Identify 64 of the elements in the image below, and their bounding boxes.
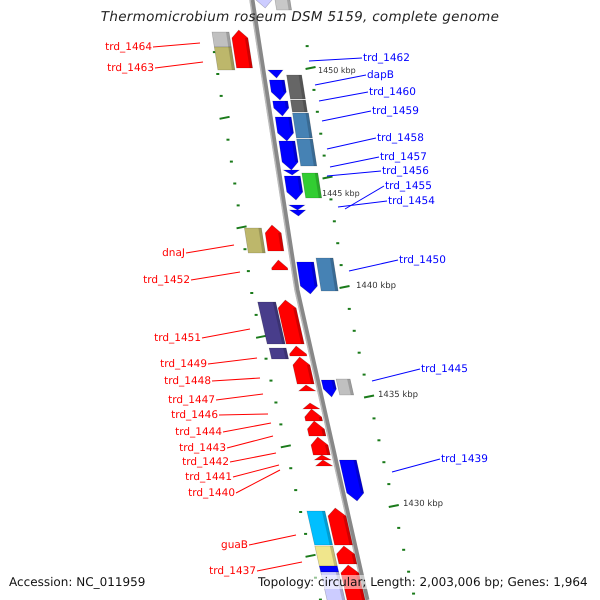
leader-line <box>222 422 272 432</box>
accession-text: Accession: NC_011959 <box>9 575 146 589</box>
leader-line <box>326 138 376 150</box>
gene-label: trd_1437 <box>209 565 256 577</box>
leader-line <box>392 458 440 472</box>
title: Thermomicrobium roseum DSM 5159, complete genome <box>100 9 500 25</box>
gene-label: trd_1456 <box>382 165 429 177</box>
gene-label: trd_1454 <box>388 195 435 207</box>
gene-label: trd_1450 <box>399 254 446 266</box>
gene-label: trd_1460 <box>369 86 416 98</box>
gene-label: trd_1459 <box>372 105 419 117</box>
leader-line <box>322 110 372 122</box>
gene-label: trd_1462 <box>363 52 410 64</box>
leader-line <box>308 58 362 62</box>
leader-line <box>186 244 234 254</box>
leader-line <box>372 368 420 382</box>
leader-line <box>330 156 380 168</box>
leader-line <box>236 470 280 494</box>
leader-line <box>338 200 388 208</box>
gene-label: guaB <box>221 539 248 551</box>
gene-label: trd_1449 <box>160 358 207 370</box>
gene-label: trd_1455 <box>385 180 432 192</box>
leader-line <box>344 186 384 210</box>
leader-line <box>212 378 260 382</box>
leader-line <box>256 562 302 572</box>
leader-line <box>314 74 366 86</box>
scale-label: 1435 kbp <box>378 390 418 400</box>
scale-label: 1440 kbp <box>356 281 396 291</box>
gene-label: trd_1440 <box>188 487 235 499</box>
leader-line <box>202 328 250 338</box>
gene-label: trd_1446 <box>171 409 218 421</box>
leader-line <box>190 272 240 280</box>
leader-line <box>232 464 280 478</box>
leader-line <box>216 394 264 400</box>
leader-line <box>348 260 398 272</box>
gene-label: trd_1452 <box>143 274 190 286</box>
gene-label: trd_1464 <box>105 41 152 53</box>
gene-label: trd_1444 <box>175 426 222 438</box>
gene-label: trd_1439 <box>441 453 488 465</box>
leader-line <box>318 92 368 102</box>
leader-line <box>326 170 382 176</box>
scale-label: 1445 kbp <box>322 189 360 198</box>
gene-label: trd_1458 <box>377 132 424 144</box>
gene-label: dnaJ <box>162 247 185 259</box>
gene-label: trd_1448 <box>164 375 211 387</box>
gene-label: trd_1451 <box>154 332 201 344</box>
gene-label: trd_1442 <box>182 456 229 468</box>
leader-line <box>152 42 200 48</box>
scale-label: 1450 kbp <box>318 66 356 75</box>
genome-summary-text: Topology: circular; Length: 2,003,006 bp; Genes: 1,964 <box>258 575 588 589</box>
gene-label: trd_1447 <box>168 394 215 406</box>
leader-line <box>208 358 258 364</box>
leader-line <box>218 414 268 416</box>
scale-label: 1430 kbp <box>403 499 444 509</box>
leader-line <box>230 452 276 462</box>
gene-label: trd_1441 <box>185 471 232 483</box>
gene-label: trd_1443 <box>179 442 226 454</box>
leader-line <box>248 534 296 546</box>
gene-label: trd_1463 <box>107 62 154 74</box>
leader-line <box>154 62 204 68</box>
leader-line <box>226 436 274 448</box>
gene-label: dapB <box>367 69 394 81</box>
gene-label: trd_1445 <box>421 363 468 375</box>
gene-label: trd_1457 <box>380 151 427 163</box>
